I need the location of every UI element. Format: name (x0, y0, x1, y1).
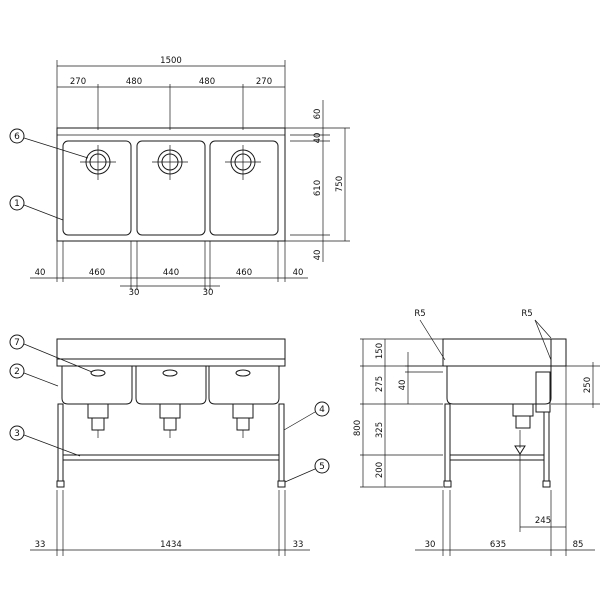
dim-right-3: 610 (313, 180, 323, 196)
svg-text:3: 3 (14, 429, 20, 439)
front-leg-left (57, 403, 64, 482)
drain-center (152, 145, 188, 180)
dim-gap-2: 30 (203, 288, 214, 298)
side-dim-bottom: 200 (375, 462, 385, 478)
drain-left (80, 145, 116, 180)
dim-lower-4: 460 (236, 268, 252, 278)
side-dim-middle: 325 (375, 422, 385, 438)
front-bowl-center (135, 366, 207, 405)
side-dim-total: 800 (353, 420, 363, 436)
side-trap (512, 403, 534, 417)
overflow-left (90, 369, 106, 377)
callout-4: 4 (283, 401, 330, 431)
dim-lower-5: 40 (293, 268, 304, 278)
overflow-right (235, 369, 251, 377)
svg-text:1: 1 (14, 199, 20, 209)
bowl-left (62, 140, 132, 236)
side-shelf (449, 454, 545, 461)
side-backsplash (442, 338, 567, 366)
dim-depth: 750 (335, 176, 345, 192)
front-dim-right: 33 (293, 540, 304, 550)
side-dim-backsplash: 150 (375, 343, 385, 359)
dim-overall-width: 1500 (160, 56, 182, 66)
svg-text:4: 4 (319, 405, 325, 415)
front-dim-left: 33 (35, 540, 46, 550)
radius-label-right: R5 (521, 309, 532, 319)
bowl-right (209, 140, 279, 236)
callout-3: 3 (9, 425, 81, 457)
dim-right-4: 40 (313, 250, 323, 261)
side-dim-bowl-top: 275 (375, 376, 385, 392)
dim-right-2: 40 (313, 133, 323, 144)
counter-top-outline (56, 127, 286, 242)
callout-5: 5 (284, 458, 330, 483)
dim-upper-3: 480 (199, 77, 215, 87)
trap-right (232, 403, 254, 438)
backsplash (56, 338, 286, 360)
front-bowl-right (208, 366, 280, 405)
overflow-center (162, 369, 178, 377)
side-leg-back (543, 411, 550, 482)
dim-upper-4: 270 (256, 77, 272, 87)
svg-text:7: 7 (14, 338, 20, 348)
callout-7: 7 (9, 334, 93, 373)
dim-gap-1: 30 (129, 288, 140, 298)
dim-upper-2: 480 (126, 77, 142, 87)
side-dim-rim: 40 (398, 380, 408, 391)
foot-right (277, 480, 286, 488)
radius-label-left: R5 (414, 309, 425, 319)
top-view: 1500 270 480 480 270 (9, 56, 350, 298)
side-dim-bottom-middle: 635 (490, 540, 506, 550)
side-leg-front (444, 403, 451, 482)
side-dim-drain-offset: 245 (535, 516, 551, 526)
overflow-pipe (535, 371, 551, 413)
dim-lower-2: 460 (89, 268, 105, 278)
trap-left (87, 403, 109, 438)
callout-6: 6 (9, 128, 89, 159)
front-leg-right (278, 403, 285, 482)
shelf-rail (62, 454, 280, 461)
bowl-center (136, 140, 206, 236)
dim-lower-1: 40 (35, 268, 46, 278)
foot-left (56, 480, 65, 488)
dim-lower-3: 440 (163, 268, 179, 278)
drain-right (225, 145, 261, 180)
side-dim-bottom-left: 30 (425, 540, 436, 550)
dim-upper-1: 270 (70, 77, 86, 87)
drain-arrow (514, 445, 526, 455)
callout-2: 2 (9, 363, 59, 387)
svg-text:5: 5 (319, 462, 325, 472)
counter-edge (56, 358, 286, 367)
side-view: R5 R5 150 275 40 325 200 800 250 245 (353, 309, 600, 556)
trap-center (159, 403, 181, 438)
side-dim-bottom-right: 85 (573, 540, 584, 550)
callout-1: 1 (9, 195, 64, 221)
side-bowl (446, 366, 552, 405)
front-dim-middle: 1434 (160, 540, 182, 550)
front-view: 33 1434 33 7 2 3 4 5 (9, 334, 330, 556)
svg-text:6: 6 (14, 132, 20, 142)
svg-text:2: 2 (14, 367, 20, 377)
side-dim-bowl-depth: 250 (583, 377, 593, 393)
front-bowl-left (61, 366, 133, 405)
dim-right-1: 60 (313, 109, 323, 120)
